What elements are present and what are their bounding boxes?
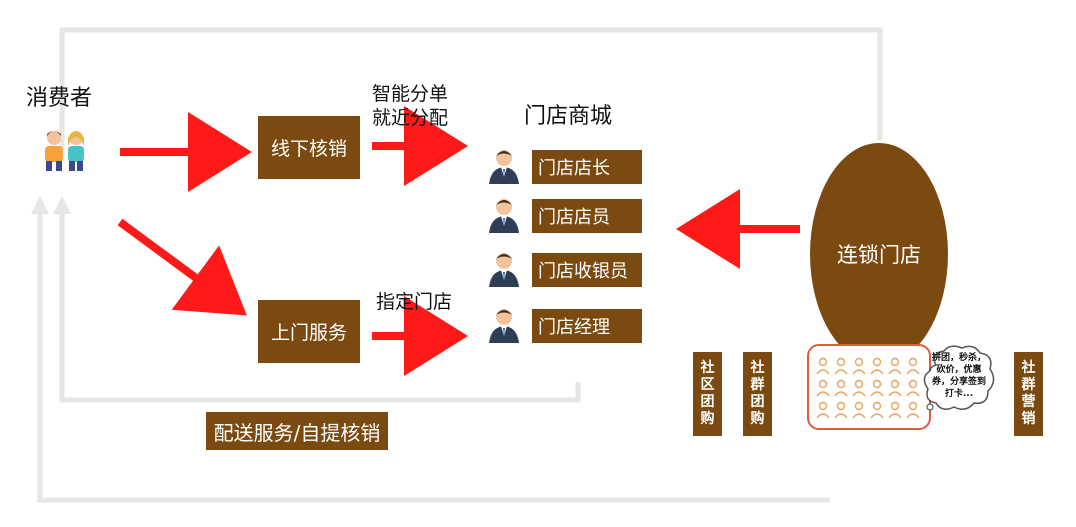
tag-char: 购: [750, 411, 765, 427]
clerk-avatar-icon: [489, 199, 519, 233]
tag-social-group-buy: 社 群 团 购: [743, 352, 772, 436]
consumer-label: 消费者: [26, 86, 93, 111]
manager-avatar-icon: [489, 150, 519, 184]
outer-loop-arrowhead: [31, 196, 49, 214]
speech-cloud-icon: [923, 345, 995, 411]
tag-char: 购: [700, 411, 715, 427]
tag-char: 社: [750, 360, 765, 376]
tag-char: 销: [1021, 411, 1036, 427]
role-store-cashier: 门店收银员: [532, 253, 642, 287]
cashier-avatar-icon: [489, 253, 519, 287]
delivery-pickup-box: 配送服务/自提核销: [206, 412, 388, 450]
tag-char: 社: [1021, 360, 1036, 376]
nearby-assign-label: 就近分配: [372, 107, 449, 129]
tag-char: 社: [700, 360, 715, 376]
inner-loop-arrowhead: [53, 196, 71, 214]
consumers-icon: [45, 131, 84, 171]
tag-char: 群: [1021, 377, 1036, 393]
inner-loop-line: [59, 212, 581, 403]
offline-verify-box: 线下核销: [258, 116, 360, 179]
tag-char: 团: [700, 394, 715, 410]
chain-store-node: 连锁门店: [810, 143, 948, 365]
arrow-consumer-to-home-service: [117, 218, 247, 316]
tag-char: 区: [700, 377, 715, 393]
crowd-people-icon: [816, 357, 920, 419]
crowd-group-box: [807, 344, 931, 430]
home-service-box: 上门服务: [258, 300, 360, 363]
promo-bubble-text: 拼团，秒杀，砍价，优惠券，分享签到打卡...: [931, 353, 986, 399]
tag-char: 群: [750, 377, 765, 393]
assign-store-label: 指定门店: [376, 291, 453, 313]
tag-social-marketing: 社 群 营 销: [1014, 352, 1043, 436]
tag-community-group-buy: 社 区 团 购: [693, 352, 722, 436]
smart-split-label: 智能分单: [372, 83, 449, 105]
tag-char: 营: [1021, 394, 1036, 410]
tag-char: 团: [750, 394, 765, 410]
store-mall-title: 门店商城: [524, 104, 613, 129]
outer-loop-line: [37, 212, 830, 503]
role-store-manager: 门店店长: [532, 150, 642, 184]
role-store-clerk: 门店店员: [532, 199, 642, 233]
top-loop-line: [59, 27, 883, 150]
store-manager-avatar-icon: [489, 309, 519, 343]
role-store-director: 门店经理: [532, 309, 642, 343]
